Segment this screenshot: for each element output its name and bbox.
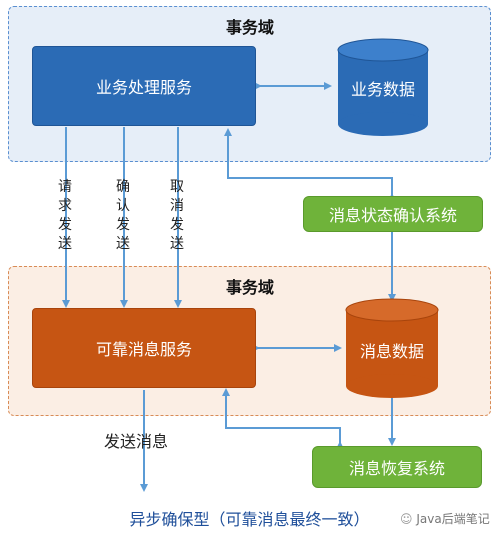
recovery-label: 消息恢复系统 [348,459,445,478]
watermark-text: Java后端笔记 [416,512,490,526]
message-data-label: 消息数据 [359,342,424,361]
diagram-caption: 异步确保型（可靠消息最终一致） [129,510,370,529]
recovery-to-reliable-link [222,388,344,449]
reliable-service-label: 可靠消息服务 [95,340,192,359]
message-recovery-system: 消息恢复系统 [312,446,482,488]
business-data-label: 业务数据 [350,80,415,99]
top-domain-title: 事务域 [225,18,274,37]
reliable-message-service: 可靠消息服务 [32,308,256,388]
request-send-label: 请求发送 [58,179,72,252]
send-message-label: 发送消息 [104,432,169,451]
bottom-domain-title: 事务域 [225,278,274,297]
business-data-cylinder [337,38,429,136]
status-confirm-label: 消息状态确认系统 [328,206,457,225]
wechat-icon: ☺ [400,512,413,526]
business-service-label: 业务处理服务 [95,78,192,97]
cancel-send-label: 取消发送 [170,179,184,252]
message-data-cylinder [345,298,439,398]
watermark: ☺ Java后端笔记 [400,510,490,527]
confirm-send-label: 确认发送 [116,179,130,252]
status-confirm-system: 消息状态确认系统 [303,196,483,232]
business-processing-service: 业务处理服务 [32,46,256,126]
status-to-service-link [224,128,396,201]
